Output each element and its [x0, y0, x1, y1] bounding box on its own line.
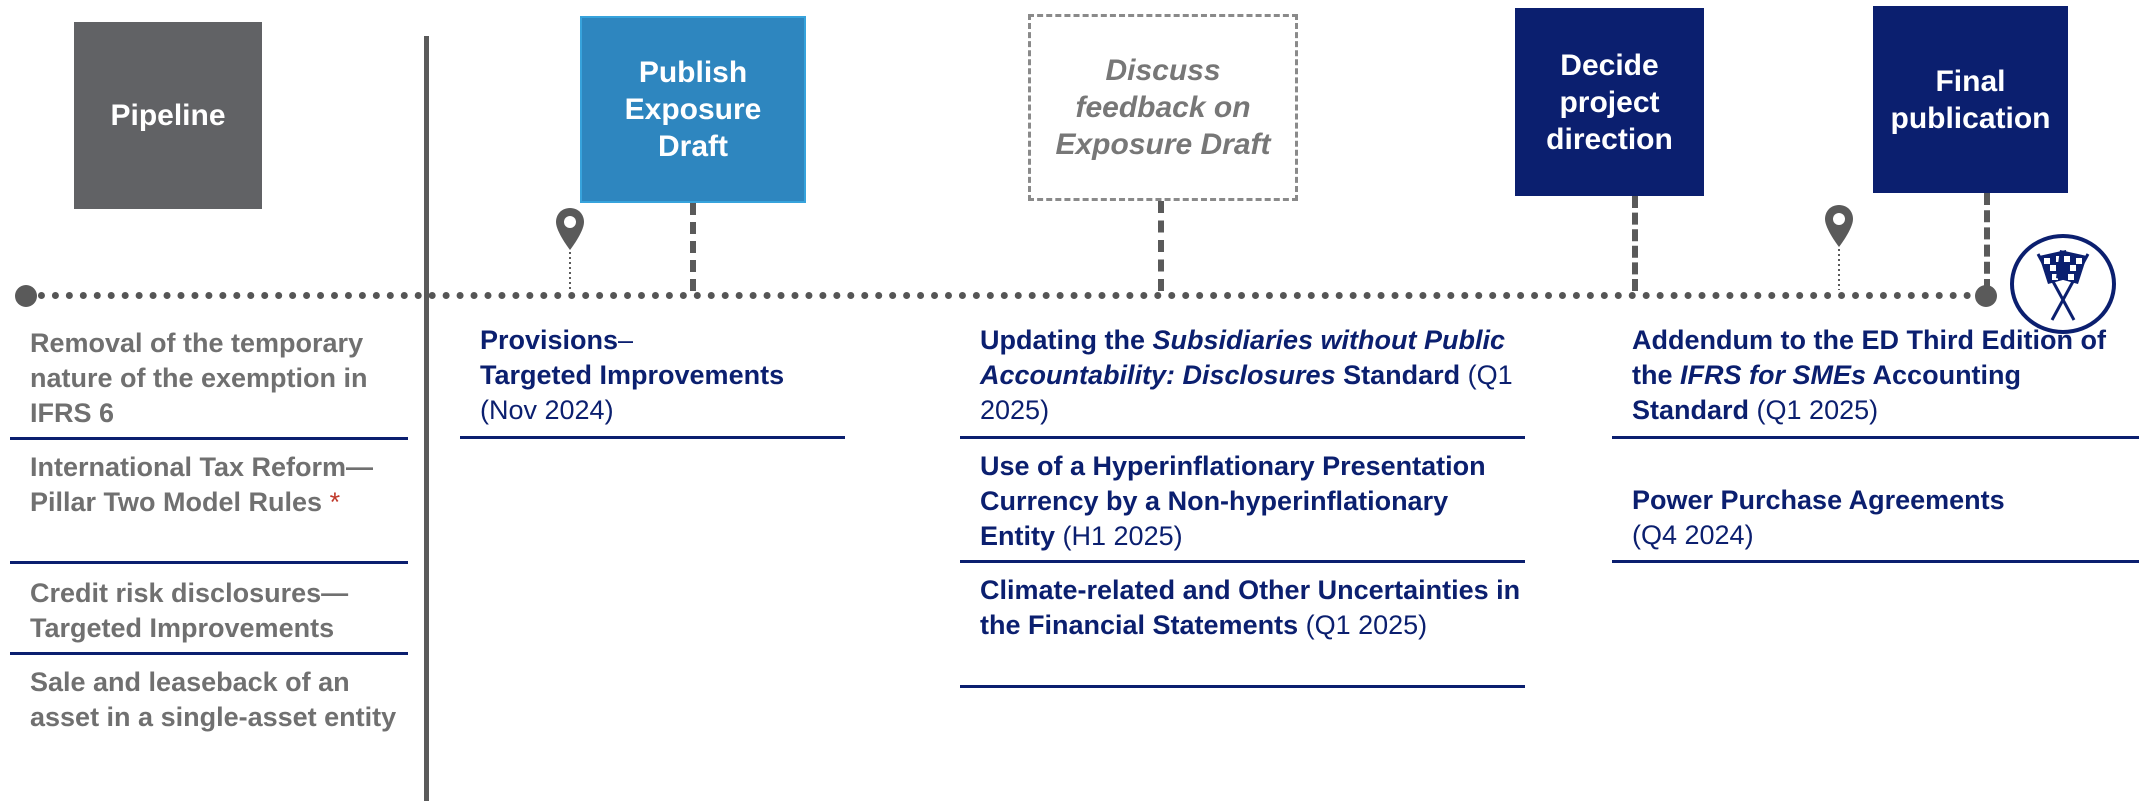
item-title: Targeted Improvements: [480, 360, 785, 390]
item-title-italic: IFRS for SMEs: [1680, 360, 1867, 390]
discuss-item: Use of a Hyperinflationary Presentation …: [960, 449, 1525, 563]
pipeline-divider: [424, 36, 429, 801]
stage-pipeline: Pipeline: [74, 22, 262, 209]
stage-decide-project-direction: Decide project direction: [1515, 8, 1704, 196]
location-pin-icon: [1823, 203, 1855, 297]
item-date: (Q1 2025): [980, 360, 1513, 425]
stage-final-publication: Final publication: [1873, 6, 2068, 193]
connector-decide: [1632, 196, 1638, 291]
item-date: (Q1 2025): [1756, 395, 1879, 425]
pipeline-item: International Tax Reform—Pillar Two Mode…: [10, 450, 408, 564]
asterisk-mark: *: [329, 487, 341, 517]
pipeline-item: Removal of the temporary nature of the e…: [10, 326, 408, 440]
item-title: Accounting Standard: [1632, 360, 2022, 425]
item-date: (Q1 2025): [1305, 610, 1428, 640]
item-title: Climate-related and Other Uncertainties …: [980, 575, 1521, 640]
timeline-line: [24, 292, 1986, 299]
discuss-item: Updating the Subsidiaries without Public…: [960, 323, 1525, 439]
item-date: (Q4 2024): [1632, 520, 1754, 550]
publish-item: Provisions– Targeted Improvements (Nov 2…: [460, 323, 845, 439]
timeline-start-dot: [15, 285, 37, 307]
item-title: Updating the: [980, 325, 1153, 355]
pipeline-item-text: Removal of the temporary nature of the e…: [30, 328, 368, 428]
connector-discuss: [1158, 201, 1164, 291]
pipeline-item-text: Sale and leaseback of an asset in a sing…: [30, 667, 397, 732]
item-title: Addendum to the ED Third Edition of the: [1632, 325, 2106, 390]
connector-publish: [690, 203, 696, 291]
pipeline-item-text: International Tax Reform—Pillar Two Mode…: [30, 452, 374, 517]
decide-item: Addendum to the ED Third Edition of the …: [1612, 323, 2139, 439]
decide-item: Power Purchase Agreements (Q4 2024): [1612, 483, 2139, 563]
item-title: Use of a Hyperinflationary Presentation …: [980, 451, 1486, 551]
item-date: (Nov 2024): [480, 395, 614, 425]
connector-final: [1984, 193, 1990, 291]
item-title: Power Purchase Agreements: [1632, 485, 2005, 515]
pipeline-item: Sale and leaseback of an asset in a sing…: [10, 665, 408, 779]
item-title-italic: Subsidiaries without Public Accountabili…: [980, 325, 1506, 390]
item-title: Provisions: [480, 325, 619, 355]
pipeline-item: Credit risk disclosures—Targeted Improve…: [10, 576, 408, 655]
stage-discuss-feedback: Discuss feedback on Exposure Draft: [1028, 14, 1298, 201]
stage-publish-exposure-draft: Publish Exposure Draft: [580, 16, 806, 203]
item-dash: –: [618, 325, 634, 355]
discuss-item: Climate-related and Other Uncertainties …: [960, 573, 1525, 688]
pipeline-item-text: Credit risk disclosures—Targeted Improve…: [30, 578, 349, 643]
location-pin-icon: [554, 206, 586, 297]
timeline-end-dot: [1975, 285, 1997, 307]
checkered-flags-icon: [2008, 232, 2118, 341]
item-title: Standard: [1335, 360, 1461, 390]
item-date: (H1 2025): [1062, 521, 1183, 551]
